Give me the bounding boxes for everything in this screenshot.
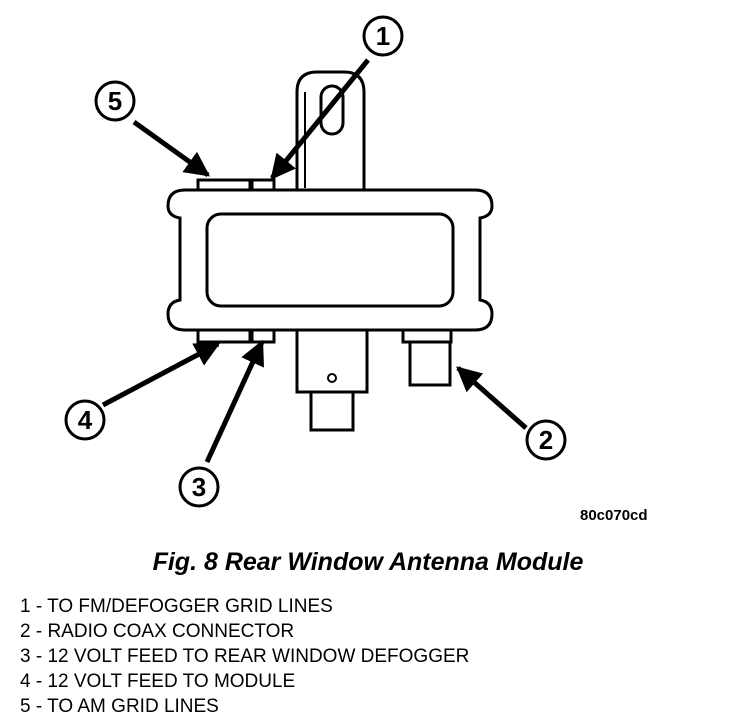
figure-reference-code: 80c070cd — [580, 507, 648, 524]
arrow-4 — [101, 341, 221, 408]
defogger-feed-terminal — [250, 328, 276, 344]
legend-item: 4 - 12 VOLT FEED TO MODULE — [20, 671, 296, 692]
coax-connector — [401, 328, 453, 387]
module-body — [166, 188, 494, 332]
svg-text:3: 3 — [192, 472, 206, 502]
legend-item: 1 - TO FM/DEFOGGER GRID LINES — [20, 596, 333, 617]
callouts: 1 2 3 4 5 — [64, 15, 567, 508]
antenna-module-diagram: 1 2 3 4 5 — [64, 15, 567, 508]
arrow-2 — [456, 366, 528, 430]
leader-lines — [101, 58, 528, 464]
legend-list: 1 - TO FM/DEFOGGER GRID LINES 2 - RADIO … — [20, 594, 469, 719]
callout-2: 2 — [525, 419, 567, 461]
legend-item: 2 - RADIO COAX CONNECTOR — [20, 621, 295, 642]
callout-4: 4 — [64, 399, 106, 441]
callout-3: 3 — [178, 466, 220, 508]
callout-1: 1 — [362, 15, 404, 57]
svg-text:5: 5 — [108, 86, 122, 116]
legend-item: 5 - TO AM GRID LINES — [20, 696, 219, 717]
callout-5: 5 — [94, 80, 136, 122]
legend-item: 3 - 12 VOLT FEED TO REAR WINDOW DEFOGGER — [20, 646, 470, 667]
center-connector — [295, 328, 369, 432]
svg-text:2: 2 — [539, 425, 553, 455]
svg-text:4: 4 — [78, 405, 93, 435]
figure-title: Fig. 8 Rear Window Antenna Module — [152, 548, 584, 576]
svg-text:1: 1 — [376, 21, 390, 51]
module-window — [205, 212, 455, 308]
module-feed-terminal — [196, 328, 252, 344]
arrow-3 — [204, 339, 265, 464]
arrow-1 — [270, 58, 370, 180]
bottom-terminals — [196, 328, 276, 344]
arrow-5 — [132, 119, 211, 178]
mounting-bracket — [295, 70, 366, 192]
